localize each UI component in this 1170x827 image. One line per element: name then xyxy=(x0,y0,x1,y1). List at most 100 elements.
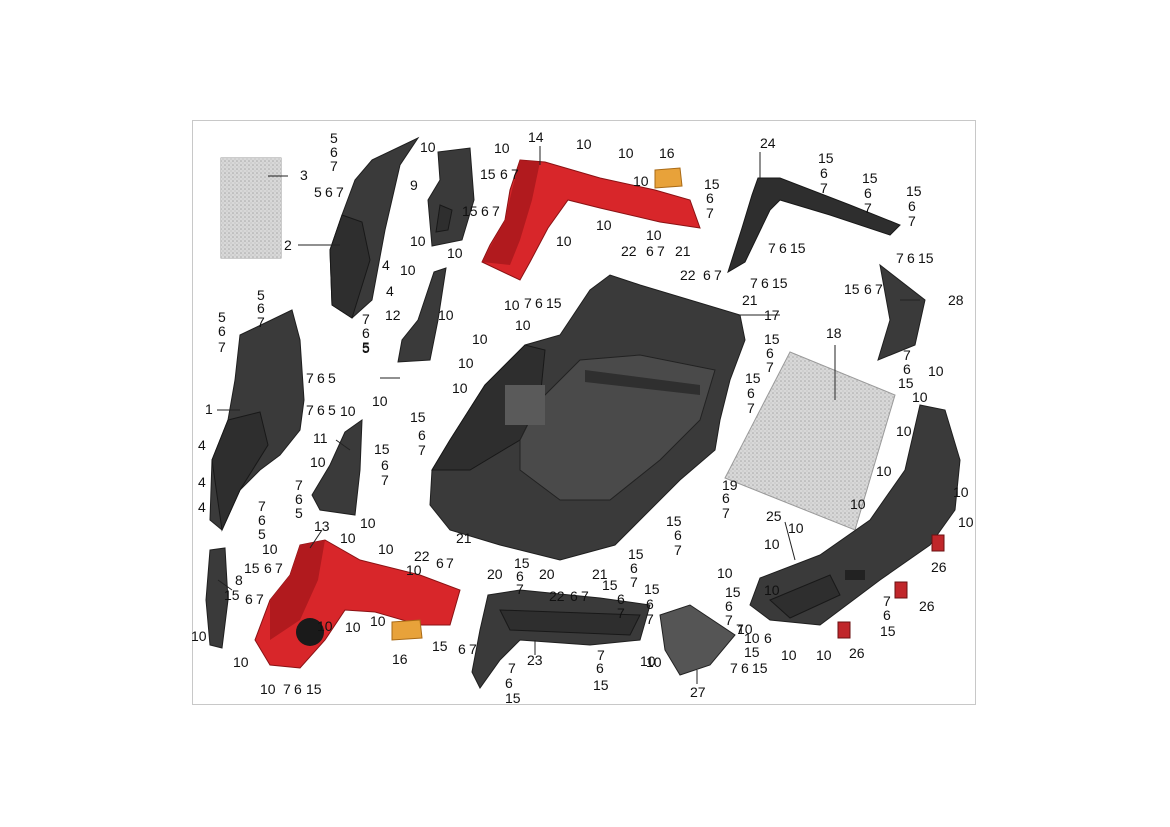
callout-label: 7 xyxy=(766,359,774,375)
callout-label: 10 xyxy=(340,403,356,419)
callout-label: 7 xyxy=(218,339,226,355)
callout-label: 15 xyxy=(772,275,788,291)
callout-label: 15 xyxy=(628,546,644,562)
callout-label: 6 xyxy=(258,512,266,528)
callout-label: 15 xyxy=(602,577,618,593)
callout-label: 10 xyxy=(438,307,454,323)
part-2-side-panel xyxy=(329,136,420,319)
callout-label: 10 xyxy=(360,515,376,531)
callout-label: 21 xyxy=(742,292,758,308)
callout-label: 6 xyxy=(570,588,578,604)
part-26-red-reflectors xyxy=(837,534,945,639)
callout-label: 6 xyxy=(903,361,911,377)
callout-label: 10 xyxy=(317,618,333,634)
callout-label: 15 xyxy=(764,331,780,347)
callout-label: 4 xyxy=(198,437,206,453)
callout-label: 10 xyxy=(764,582,780,598)
callout-label: 15 xyxy=(818,150,834,166)
callout-label: 5 xyxy=(295,505,303,521)
callout-label: 6 xyxy=(418,427,426,443)
callout-label: 7 xyxy=(896,250,904,266)
callout-label: 7 xyxy=(446,555,454,571)
callout-label: 15 xyxy=(546,295,562,311)
callout-label: 7 xyxy=(875,281,883,297)
callout-label: 10 xyxy=(646,654,662,670)
callout-label: 26 xyxy=(849,645,865,661)
callout-label: 10 xyxy=(233,654,249,670)
callout-label: 6 xyxy=(703,267,711,283)
callout-label: 6 xyxy=(674,527,682,543)
callout-label: 19 xyxy=(722,477,738,493)
callout-label: 10 xyxy=(494,140,510,156)
callout-label: 16 xyxy=(659,145,675,161)
callout-label: 5 xyxy=(257,287,265,303)
callout-label: 10 xyxy=(452,380,468,396)
callout-label: 7 xyxy=(418,442,426,458)
callout-label: 10 xyxy=(596,217,612,233)
part-1-left-cover xyxy=(209,309,305,532)
callout-label: 7 xyxy=(908,213,916,229)
callout-label: 15 xyxy=(862,170,878,186)
callout-label: 10 xyxy=(400,262,416,278)
callout-label: 6 xyxy=(505,675,513,691)
callout-label: 7 xyxy=(736,621,744,637)
callout-label: 6 xyxy=(630,560,638,576)
part-9-bracket xyxy=(427,147,475,247)
part-3-foam-pad xyxy=(220,157,282,259)
callout-label: 6 xyxy=(325,184,333,200)
callout-label: 2 xyxy=(284,237,292,253)
callout-label: 7 xyxy=(820,180,828,196)
callout-label: 7 xyxy=(730,660,738,676)
callout-label: 15 xyxy=(745,370,761,386)
callout-label: 6 xyxy=(747,385,755,401)
leader-lines xyxy=(217,146,920,684)
callout-label: 28 xyxy=(948,292,964,308)
callout-label: 13 xyxy=(314,518,330,534)
callout-label: 16 xyxy=(392,651,408,667)
callout-label: 7 xyxy=(516,581,524,597)
callout-label: 6 xyxy=(864,185,872,201)
callout-label: 1 xyxy=(205,401,213,417)
callout-label: 10 xyxy=(717,565,733,581)
callout-label: 6 xyxy=(883,607,891,623)
callout-label: 6 xyxy=(535,295,543,311)
callout-label: 7 xyxy=(511,166,519,182)
callout-label: 7 xyxy=(722,505,730,521)
callout-label: 25 xyxy=(766,508,782,524)
callout-label: 6 xyxy=(864,281,872,297)
callout-label: 7 xyxy=(492,203,500,219)
callout-label: 10 xyxy=(958,514,974,530)
callout-label: 3 xyxy=(300,167,308,183)
callout-label: 7 xyxy=(714,267,722,283)
callout-label: 4 xyxy=(386,283,394,299)
callout-label: 11 xyxy=(313,430,328,446)
callout-label: 6 xyxy=(646,243,654,259)
callout-label: 15 xyxy=(224,587,240,603)
callout-label: 10 xyxy=(896,423,912,439)
callout-label: 15 xyxy=(306,681,322,697)
callout-label: 7 xyxy=(336,184,344,200)
callout-label: 6 xyxy=(741,660,749,676)
callout-label: 6 xyxy=(481,203,489,219)
callout-label: 10 xyxy=(458,355,474,371)
callout-label: 15 xyxy=(704,176,720,192)
callout-label: 22 xyxy=(549,588,565,604)
callout-label: 21 xyxy=(456,530,472,546)
callout-label: 10 xyxy=(472,331,488,347)
callout-label: 7 xyxy=(469,641,477,657)
callout-label: 6 xyxy=(436,555,444,571)
callout-label: 6 xyxy=(761,275,769,291)
callout-label: 7 xyxy=(508,660,516,676)
callout-label: 7 xyxy=(330,158,338,174)
callout-label: 10 xyxy=(504,297,520,313)
part-14-red-fender xyxy=(481,159,701,281)
callout-label: 7 xyxy=(725,612,733,628)
callout-label: 6 xyxy=(294,681,302,697)
part-24-long-panel xyxy=(727,177,901,274)
callout-label: 10 xyxy=(447,245,463,261)
part-16-reflector-lower xyxy=(391,619,423,641)
part-25-rear-panel xyxy=(749,404,961,626)
callout-label: 5 xyxy=(328,370,336,386)
callout-label: 10 xyxy=(850,496,866,512)
